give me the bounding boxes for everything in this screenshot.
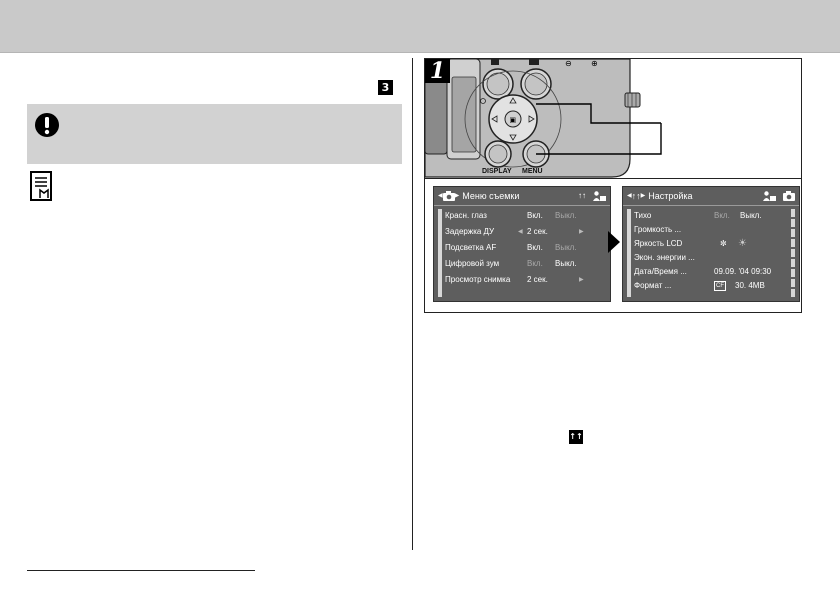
- menu-row: Цифровой зум Вкл. Выкл.: [445, 259, 577, 268]
- my-camera-tab-icon: [763, 191, 776, 201]
- brightness-normal-icon: ✼: [720, 239, 727, 248]
- screen-title: Настройка: [648, 191, 693, 201]
- menu-row: Громкость ...: [634, 225, 682, 234]
- value-left-arrow-icon: ◀: [518, 229, 523, 235]
- screen-title: Меню съемки: [462, 191, 520, 201]
- step-1-badge: 1: [425, 59, 450, 83]
- menu-row: Тихо Вкл. Выкл.: [634, 211, 762, 220]
- tab-left-arrow-icon: ◀: [438, 193, 443, 199]
- figure-step-1: 1 ⊖ ⊕ ▣ DISPLAY MENU: [424, 58, 802, 313]
- menu-row: Дата/Время ... 09.09. '04 09:30: [634, 267, 772, 276]
- caution-box: [27, 104, 402, 164]
- screen-header: ◀ ▶ Меню съемки ↑↑: [434, 187, 610, 206]
- menu-row: Яркость LCD ✼ ☀: [634, 238, 747, 249]
- menu-row: Подсветка AF Вкл. Выкл.: [445, 243, 577, 252]
- menu-button-label: MENU: [522, 168, 543, 175]
- value-right-arrow-icon: ▶: [579, 277, 584, 283]
- camera-back-illustration: ⊖ ⊕ ▣: [425, 59, 662, 178]
- display-button-label: DISPLAY: [482, 168, 512, 175]
- cf-card-badge: CF: [714, 281, 726, 291]
- svg-text:⊖: ⊖: [565, 59, 572, 68]
- header-band: [0, 0, 840, 53]
- svg-text:⊕: ⊕: [591, 59, 598, 68]
- figure-separator: [425, 178, 801, 179]
- caution-icon: [35, 113, 59, 137]
- transition-arrow-icon: [608, 231, 620, 253]
- brightness-bright-icon: ☀: [738, 238, 747, 249]
- screen-header: ◀ ↑↑ ▶ Настройка: [623, 187, 799, 206]
- note-icon: [30, 171, 52, 201]
- menu-row: Задержка ДУ ◀ 2 сек. ▶: [445, 225, 601, 239]
- setup-tab-icon: ↑↑: [631, 191, 641, 201]
- setup-menu-inline-icon: ↑↑: [569, 430, 583, 444]
- setup-menu-screen: ◀ ↑↑ ▶ Настройка Т: [622, 186, 800, 302]
- shooting-menu-screen: ◀ ▶ Меню съемки ↑↑ Крас: [433, 186, 611, 302]
- scroll-bar-left: [627, 209, 631, 297]
- tab-right-arrow-icon: ▶: [454, 193, 460, 199]
- setup-tab-icon: ↑↑: [578, 191, 586, 200]
- column-divider: [412, 58, 413, 550]
- menu-row: Формат ... CF 30. 4MB: [634, 281, 765, 291]
- menu-row: Красн. глаз Вкл. Выкл.: [445, 211, 577, 220]
- camera-tab-icon: [442, 191, 455, 201]
- tab-right-arrow-icon: ▶: [640, 193, 646, 199]
- footnote-rule: [27, 570, 255, 571]
- step-3-tag: 3: [378, 80, 393, 95]
- my-camera-tab-icon: [593, 191, 606, 201]
- value-right-arrow-icon: ▶: [579, 229, 584, 235]
- camera-tab-icon: [783, 191, 795, 201]
- scroll-bar-right: [791, 209, 795, 297]
- menu-row: Просмотр снимка 2 сек. ▶: [445, 273, 601, 287]
- scroll-bar-left: [438, 209, 442, 297]
- svg-text:▣: ▣: [510, 116, 517, 124]
- tab-left-arrow-icon: ◀: [627, 193, 632, 199]
- menu-row: Экон. энергии ...: [634, 253, 695, 262]
